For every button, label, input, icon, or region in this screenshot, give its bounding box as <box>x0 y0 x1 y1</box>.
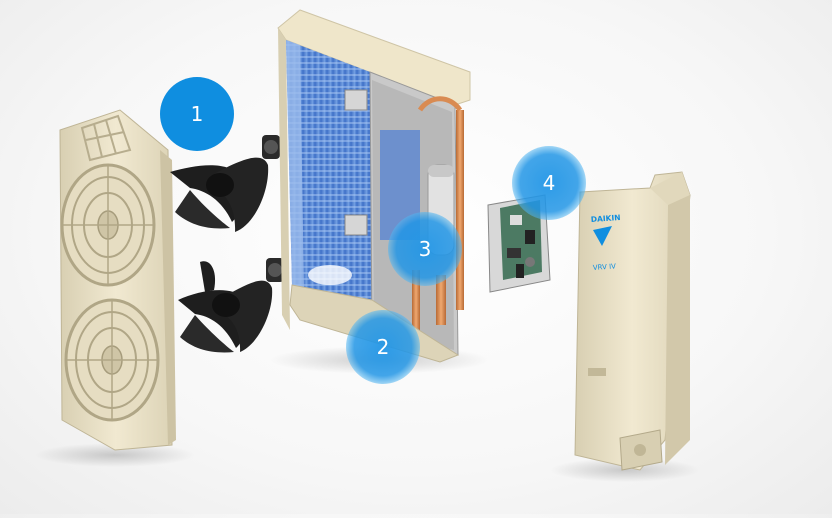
brand-logo-text: DAIKIN <box>591 213 621 224</box>
callout-number: 3 <box>418 237 432 261</box>
side-casing-panel: DAIKIN VRV IV <box>574 171 691 471</box>
control-board <box>487 194 551 293</box>
callout-marker-3[interactable]: 3 <box>388 212 462 286</box>
brand-logo-icon <box>593 226 612 246</box>
callout-marker-4[interactable]: 4 <box>512 146 586 220</box>
upper-fan <box>170 135 280 232</box>
callout-number: 1 <box>190 102 204 126</box>
callout-number: 4 <box>542 171 556 195</box>
callout-marker-1[interactable]: 1 <box>160 77 234 151</box>
front-grille-panel <box>59 109 176 451</box>
callout-number: 2 <box>376 335 390 359</box>
model-text: VRV IV <box>593 262 617 272</box>
main-unit-body <box>277 9 471 363</box>
lower-fan <box>178 258 284 353</box>
callout-marker-2[interactable]: 2 <box>346 310 420 384</box>
